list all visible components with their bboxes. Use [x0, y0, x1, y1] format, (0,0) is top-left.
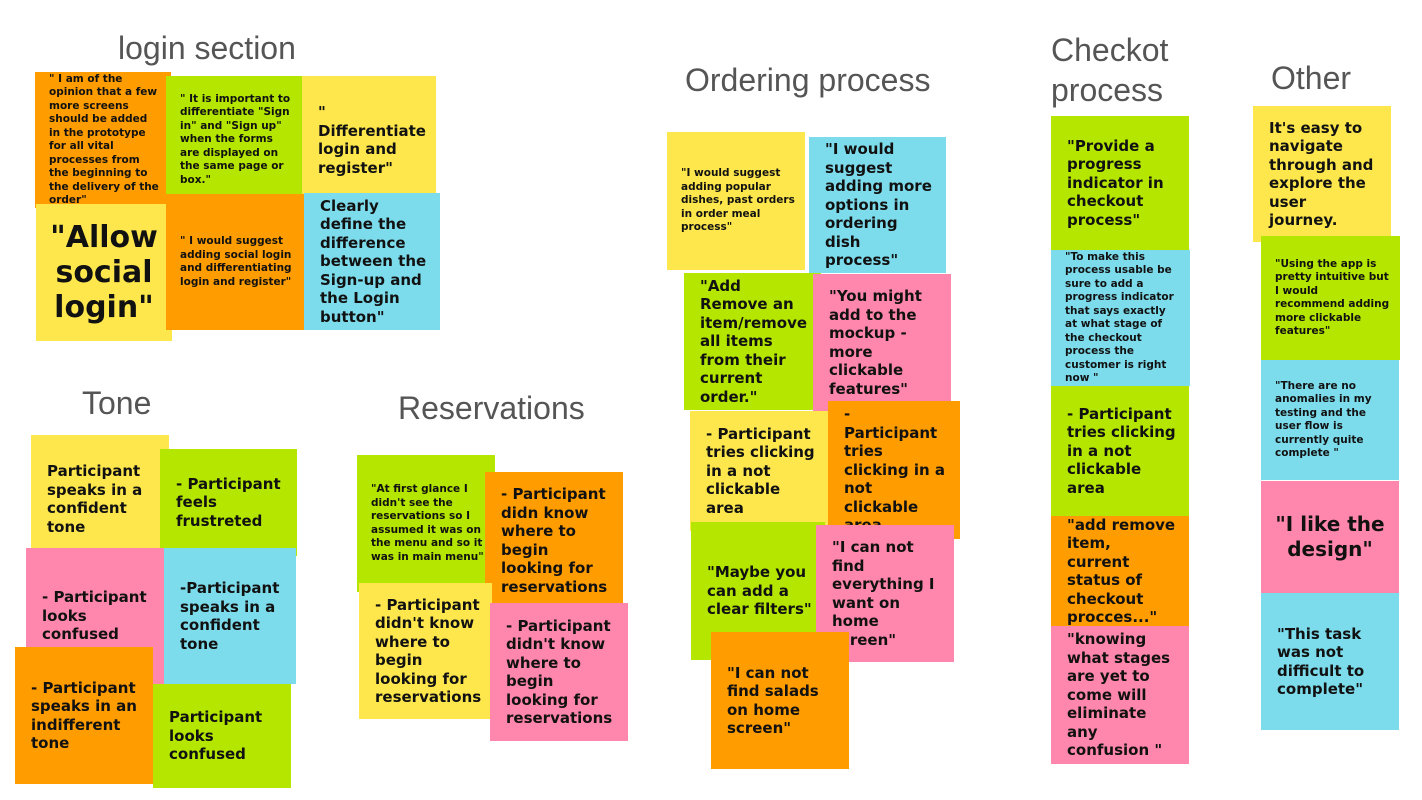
sticky-note: "At first glance I didn't see the reserv… [357, 455, 495, 592]
note-text: "knowing what stages are yet to come wil… [1067, 630, 1171, 760]
sticky-note: "You might add to the mockup - more clic… [813, 274, 951, 411]
sticky-note: "I like the design" [1261, 481, 1399, 593]
note-text: "I would suggest adding more options in … [825, 140, 932, 270]
other-heading: Other [1271, 60, 1352, 96]
tone-heading: Tone [82, 385, 152, 421]
sticky-note: "add remove item, current status of chec… [1051, 516, 1189, 626]
note-text: " Differentiate login and register" [318, 103, 426, 177]
note-text: -Participant speaks in a confident tone [180, 579, 280, 653]
sticky-note: "Using the app is pretty intuitive but I… [1261, 236, 1400, 360]
sticky-note: "knowing what stages are yet to come wil… [1051, 626, 1189, 764]
note-text: " I would suggest adding social login an… [180, 235, 292, 288]
note-text: Participant looks confused [169, 708, 263, 764]
note-text: "Maybe you can add a clear filters" [707, 563, 812, 619]
checkout-process-heading-line1: Checkot [1051, 32, 1169, 68]
sticky-note: It's easy to navigate through and explor… [1253, 106, 1391, 242]
sticky-note: Participant speaks in a confident tone [31, 435, 169, 563]
sticky-note: "Provide a progress indicator in checkou… [1051, 116, 1189, 250]
sticky-note: -Participant speaks in a confident tone [164, 548, 296, 684]
note-text: " It is important to differentiate "Sign… [180, 92, 291, 186]
note-text: It's easy to navigate through and explor… [1269, 118, 1374, 230]
note-text: - Participant didn't know where to begin… [506, 616, 613, 728]
note-text: Participant speaks in a confident tone [47, 462, 143, 536]
note-text: - Participant didn know where to begin l… [501, 485, 608, 596]
sticky-note: "Allow social login" [36, 204, 172, 341]
note-text: "Provide a progress indicator in checkou… [1067, 136, 1164, 229]
note-text: "To make this process usable be sure to … [1065, 250, 1174, 385]
note-text: "I can not find salads on home screen" [727, 663, 819, 738]
note-text: - Participant tries clicking in a not cl… [1067, 404, 1176, 497]
sticky-note: "There are no anomalies in my testing an… [1261, 360, 1399, 480]
sticky-note: - Participant tries clicking in a not cl… [1051, 386, 1189, 516]
sticky-note: Clearly define the difference between th… [304, 193, 440, 330]
note-text: - Participant tries clicking in a not cl… [706, 424, 815, 517]
note-text: - Participant didn't know where to begin… [375, 595, 482, 707]
sticky-note: " I would suggest adding social login an… [166, 194, 305, 330]
note-text: "I would suggest adding popular dishes, … [681, 167, 795, 234]
sticky-note: - Participant didn't know where to begin… [359, 583, 492, 719]
note-text: "Allow social login" [50, 220, 158, 325]
sticky-note: - Participant didn't know where to begin… [490, 603, 628, 741]
sticky-note: - Participant speaks in an indifferent t… [15, 647, 153, 784]
note-text: "Using the app is pretty intuitive but I… [1275, 257, 1390, 338]
sticky-note: - Participant tries clicking in a not cl… [828, 401, 960, 539]
note-text: Clearly define the difference between th… [320, 196, 427, 326]
sticky-note: "I can not find salads on home screen" [711, 632, 849, 769]
note-text: - Participant speaks in an indifferent t… [31, 678, 137, 753]
note-text: - Participant tries clicking in a not cl… [844, 405, 945, 534]
ordering-process-heading: Ordering process [685, 62, 931, 98]
sticky-note: - Participant tries clicking in a not cl… [690, 411, 828, 531]
note-text: "There are no anomalies in my testing an… [1275, 379, 1372, 460]
sticky-note: - Participant feels frustreted [160, 449, 297, 556]
login-section-heading: login section [118, 30, 296, 66]
sticky-note: "I would suggest adding more options in … [809, 137, 946, 273]
sticky-note: " Differentiate login and register" [302, 76, 436, 204]
note-text: "I can not find everything I want on hom… [832, 538, 935, 649]
sticky-note: "This task was not difficult to complete… [1261, 593, 1399, 730]
note-text: "At first glance I didn't see the reserv… [371, 483, 484, 563]
note-text: "I like the design" [1275, 512, 1385, 561]
sticky-note: " I am of the opinion that a few more sc… [35, 72, 171, 208]
note-text: - Participant looks confused [42, 588, 147, 644]
sticky-note: "To make this process usable be sure to … [1051, 250, 1190, 386]
sticky-note: "Add Remove an item/remove all items fro… [684, 273, 821, 410]
sticky-note: "I would suggest adding popular dishes, … [667, 132, 805, 270]
note-text: "Add Remove an item/remove all items fro… [700, 276, 808, 406]
note-text: "You might add to the mockup - more clic… [829, 287, 922, 398]
note-text: "add remove item, current status of chec… [1067, 516, 1176, 626]
sticky-note: Participant looks confused [153, 684, 291, 788]
sticky-note: - Participant didn know where to begin l… [485, 472, 623, 609]
sticky-note: " It is important to differentiate "Sign… [166, 76, 302, 204]
reservations-heading: Reservations [398, 390, 585, 426]
note-text: - Participant feels frustreted [176, 474, 281, 530]
note-text: " I am of the opinion that a few more sc… [49, 72, 159, 207]
note-text: "This task was not difficult to complete… [1277, 624, 1365, 699]
checkout-process-heading-line2: process [1051, 72, 1164, 108]
